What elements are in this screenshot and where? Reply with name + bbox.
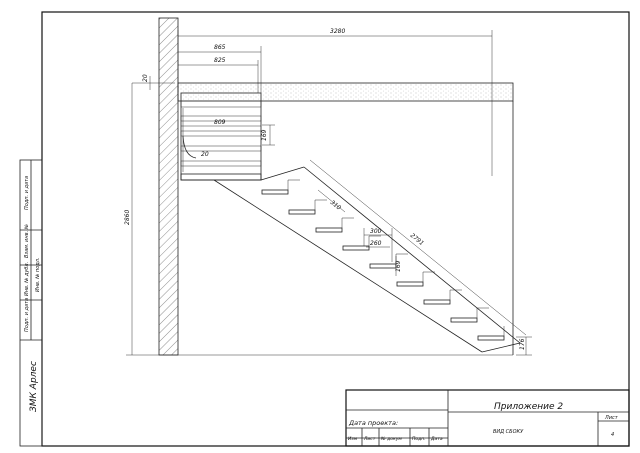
stringer <box>213 166 521 353</box>
dim-total-run: 3280 <box>177 28 493 176</box>
dim-riser-lower-label: 169 <box>395 260 402 272</box>
col-doc: № докум <box>380 436 402 442</box>
stamp-replace-inv: Взам. инв. № <box>24 224 30 258</box>
stamp-sign-date-1: Подп. и дата <box>24 176 30 210</box>
step <box>477 335 505 341</box>
dim-riser-upper-label: 169 <box>261 129 268 141</box>
dim-total-run-label: 3280 <box>330 28 345 35</box>
step <box>450 317 478 323</box>
steps <box>261 179 505 341</box>
step <box>288 209 316 215</box>
side-stamp-block: Подп. и дата Взам. инв. № Инв. № дубл. П… <box>19 159 43 447</box>
dim-riser-lower: 169 <box>395 256 402 276</box>
col-list: Лист <box>363 436 376 442</box>
sheet-frame <box>41 11 630 447</box>
step <box>423 299 451 305</box>
dim-bottom-offset-label: 176 <box>519 338 526 350</box>
dim-tread-inner: 260 <box>366 240 390 248</box>
dim-upper-gap: 20 <box>201 151 209 158</box>
col-date: Дата <box>430 436 443 442</box>
appendix-title: Приложение 2 <box>494 402 563 412</box>
stamp-orig-inv: Инв. № подл. <box>35 258 41 293</box>
dim-stringer-length: 2791 <box>309 159 527 336</box>
project-date-label: Дата проекта: <box>348 419 398 427</box>
floor-slab <box>177 82 514 356</box>
stamp-sign-date-2: Подп. и дата <box>24 298 30 332</box>
sheet-number: 4 <box>611 432 614 438</box>
dim-tread-diag: 310 <box>317 189 346 213</box>
step <box>261 189 289 195</box>
title-block: Приложение 2 Дата проекта: ВИД СБОКУ Лис… <box>345 389 630 447</box>
dim-landing-inner: 825 <box>178 57 259 93</box>
dim-tread-outer-label: 300 <box>370 228 382 235</box>
dim-landing-inner-label: 825 <box>214 57 226 64</box>
dim-landing-outer: 865 <box>178 44 262 93</box>
dim-tread-outer: 300 <box>363 228 393 262</box>
stamp-dup-inv: Инв. № дубл. <box>24 262 30 296</box>
wall <box>158 17 179 356</box>
sheet-label: Лист <box>604 415 619 421</box>
dim-stringer-length-label: 2791 <box>409 232 425 247</box>
dim-total-height: 2860 <box>124 83 178 356</box>
company-name: ЗМК Арлес <box>29 361 39 412</box>
dim-total-height-label: 2860 <box>124 210 131 225</box>
dim-landing-frame: 809 <box>181 119 261 127</box>
view-name: ВИД СБОКУ <box>493 429 524 435</box>
dim-bottom-offset: 176 <box>516 336 532 356</box>
step <box>369 263 397 269</box>
dim-tread-inner-label: 260 <box>370 240 382 247</box>
landing-frame <box>180 92 262 181</box>
dim-riser-upper: 169 <box>261 124 275 146</box>
dim-landing-outer-label: 865 <box>214 44 226 51</box>
step <box>342 245 370 251</box>
dim-slab-thickness-label: 20 <box>142 74 149 82</box>
dim-slab-thickness: 20 <box>132 74 175 90</box>
step <box>315 227 343 233</box>
step <box>396 281 424 287</box>
dim-landing-frame-label: 809 <box>214 119 226 126</box>
col-izm: Изм <box>348 436 358 442</box>
col-sign: Подп. <box>412 436 426 442</box>
dim-upper-gap-label: 20 <box>201 151 209 158</box>
dim-tread-diag-label: 310 <box>329 199 342 212</box>
